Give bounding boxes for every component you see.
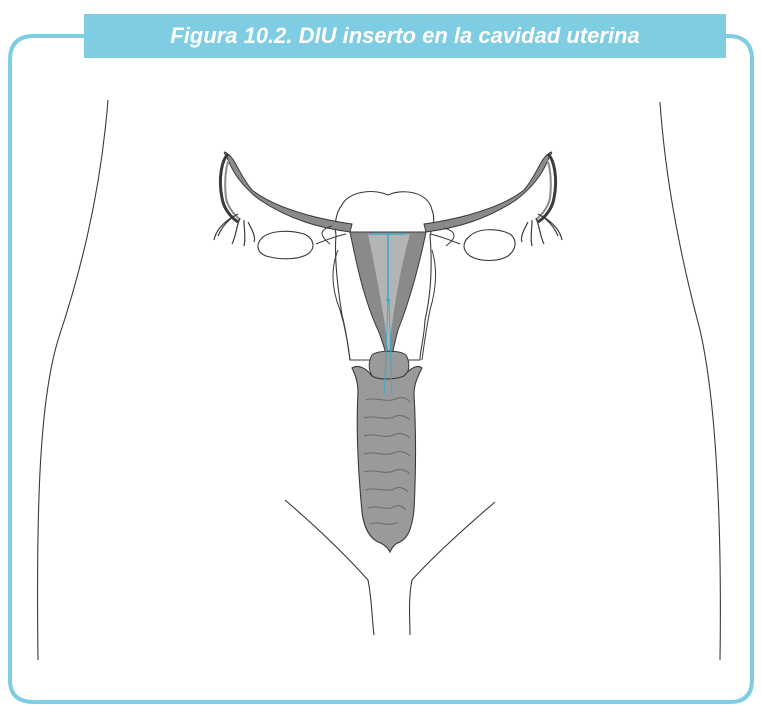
t-shaped-iud-icon [0, 0, 761, 710]
